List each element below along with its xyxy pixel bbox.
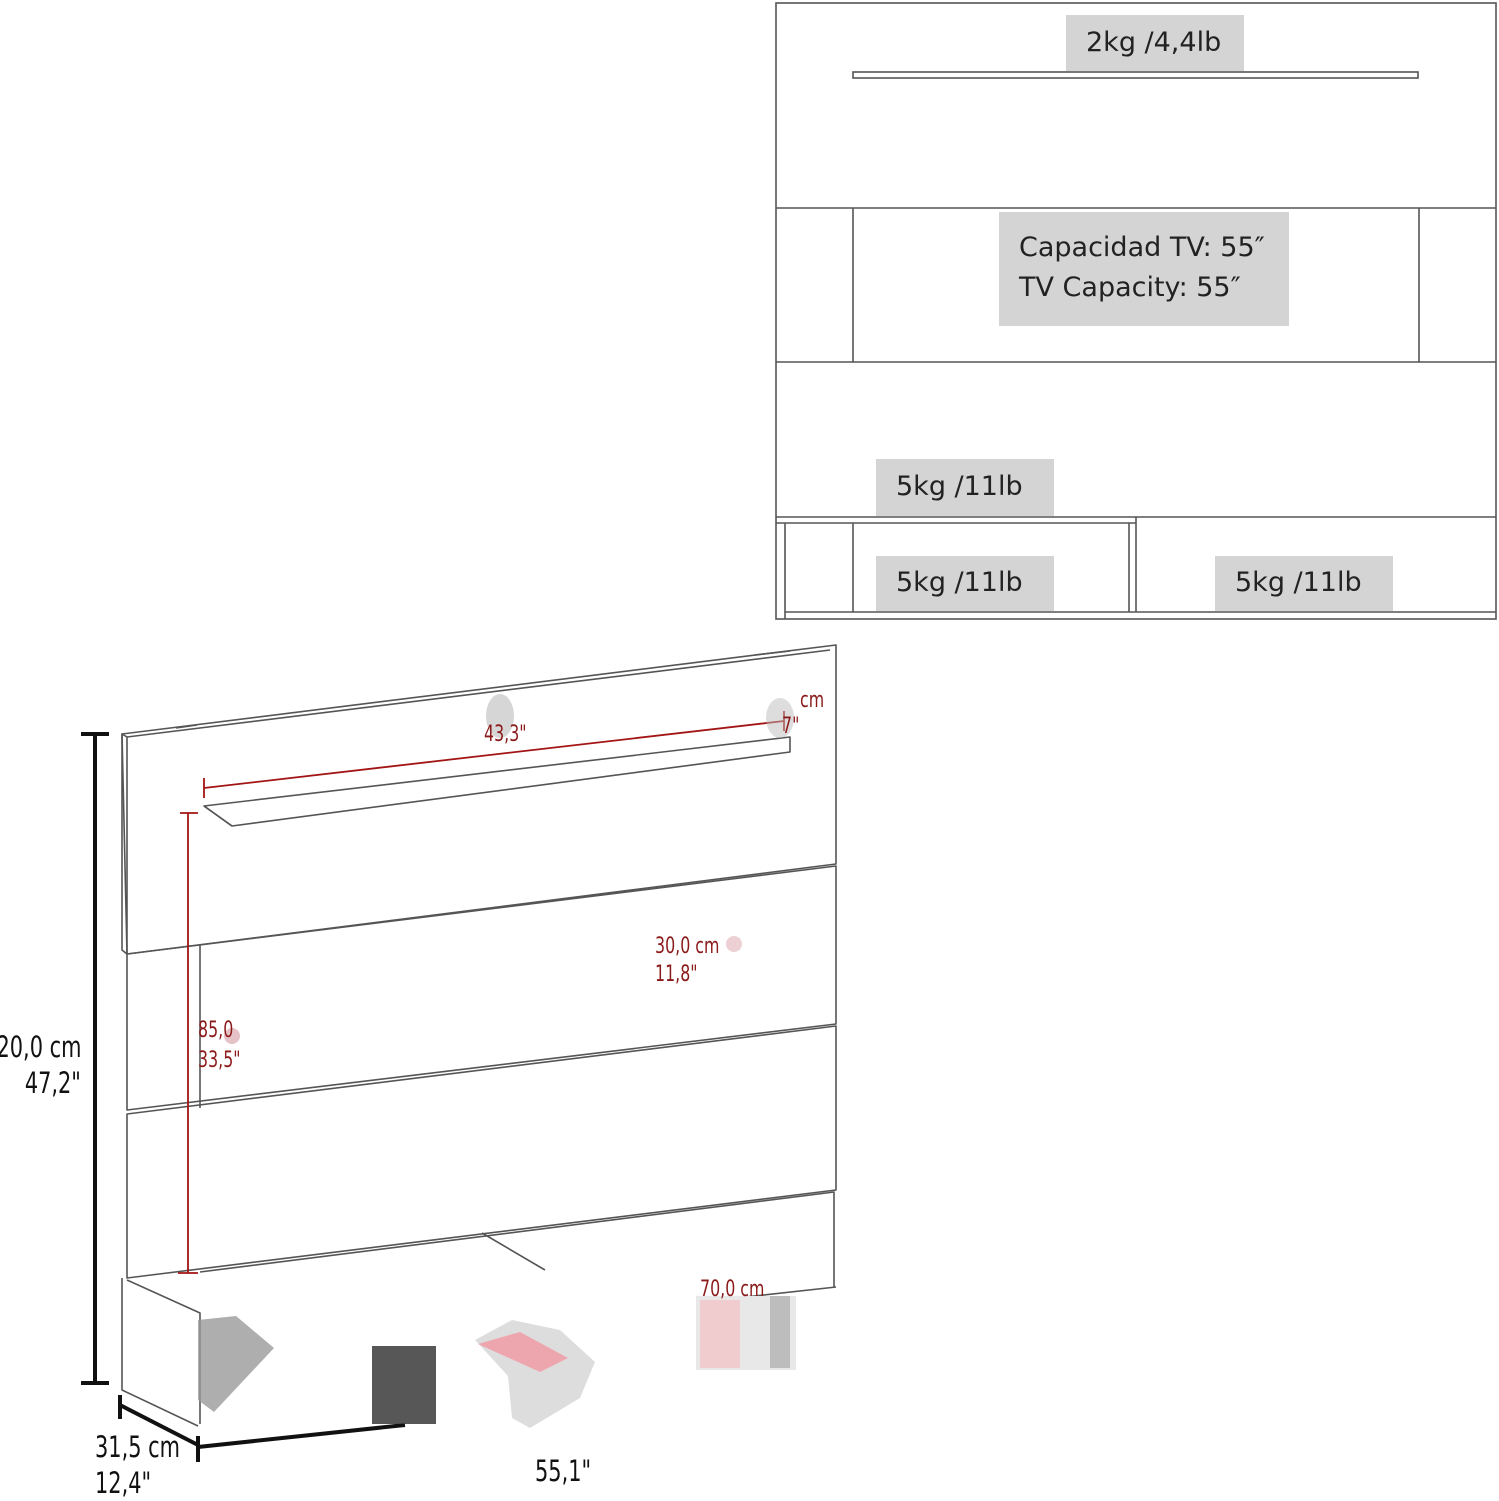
- top-panel: [121, 644, 837, 955]
- shelf-depth-cm-label: cm: [800, 688, 825, 713]
- middle-shelf-load-text: 5kg /11lb: [896, 471, 1023, 502]
- lower-left-load-label: 5kg /11lb: [876, 556, 1054, 611]
- height-in-label: 47,2": [24, 1066, 81, 1100]
- top-shelf: [852, 71, 1419, 79]
- base-width-cm-label: 70,0 cm: [700, 1277, 765, 1302]
- top-shelf-load-label: 2kg /4,4lb: [1066, 15, 1244, 71]
- lower-left-load-text: 5kg /11lb: [896, 567, 1023, 598]
- perspective-shelf: [203, 736, 791, 827]
- middle-panel: [126, 865, 837, 1111]
- tv-capacity-label: Capacidad TV: 55″ TV Capacity: 55″: [999, 212, 1289, 326]
- panel-gap-cm-label: 30,0 cm: [655, 934, 720, 959]
- depth-cm-label: 31,5 cm: [95, 1430, 180, 1464]
- shelf-height-in-label: 33,5": [198, 1048, 241, 1073]
- shelf-height-cm-label: 85,0: [198, 1018, 234, 1043]
- panel-gap-in-label: 11,8": [655, 962, 698, 987]
- shelf-width-dim-line: [203, 720, 785, 789]
- lower-panel: [126, 1025, 837, 1279]
- top-shelf-load-text: 2kg /4,4lb: [1086, 27, 1222, 58]
- front-view-outline: [775, 2, 1497, 620]
- tv-capacity-en: TV Capacity: 55″: [1019, 272, 1241, 303]
- lower-right-load-text: 5kg /11lb: [1235, 567, 1362, 598]
- height-cm-label: 120,0 cm: [0, 1030, 81, 1064]
- shelf-depth-in-label: 7": [782, 714, 800, 739]
- width-in-label: 55,1": [535, 1454, 592, 1488]
- width-dim-line: [197, 1423, 406, 1449]
- lower-right-load-label: 5kg /11lb: [1215, 556, 1393, 611]
- depth-in-label: 12,4": [95, 1466, 152, 1500]
- tv-capacity-es: Capacidad TV: 55″: [1019, 232, 1265, 263]
- middle-shelf-load-label: 5kg /11lb: [876, 459, 1054, 516]
- depth-dim-line: [119, 1403, 199, 1447]
- faded-artifacts: [198, 694, 796, 1428]
- shelf-width-in-label: 43,3": [484, 722, 527, 747]
